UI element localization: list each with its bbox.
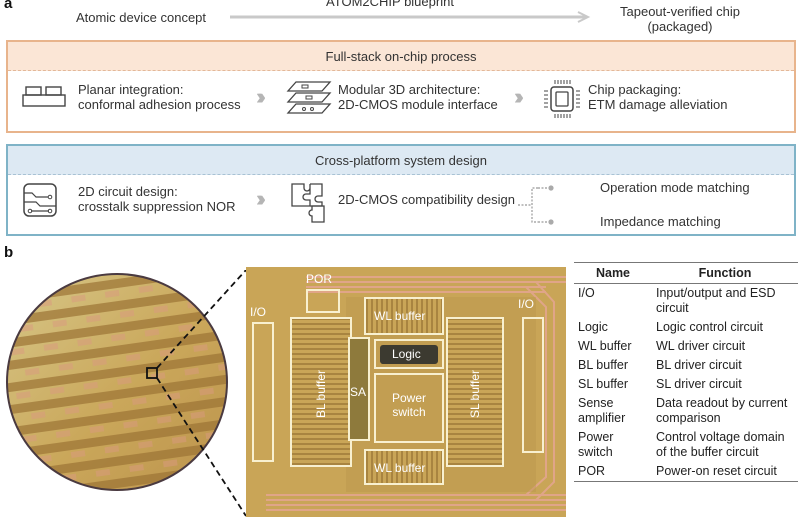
process-step-2-line1: Modular 3D architecture: (338, 82, 481, 97)
function-table-wrap: Name Function I/O Input/output and ESD ci… (574, 262, 798, 482)
table-row: Logic Logic control circuit (574, 318, 798, 337)
flow-end-line2: (packaged) (647, 19, 713, 34)
chip-layout: POR I/O BL buffer WL buffer SA Logic Pow… (246, 267, 566, 517)
function-table: Name Function I/O Input/output and ESD ci… (574, 263, 798, 481)
table-row: I/O Input/output and ESD circuit (574, 284, 798, 319)
chip-label-logic: Logic (392, 347, 421, 361)
process-step-1: Planar integration: conformal adhesion p… (78, 82, 241, 112)
cross-platform-design-title: Cross-platform system design (8, 146, 794, 175)
branch-impedance: Impedance matching (600, 214, 721, 229)
chip-block-sl-buffer (446, 317, 504, 467)
table-header-function: Function (652, 263, 798, 284)
row-function: Control voltage domain of the buffer cir… (656, 430, 785, 459)
flow-middle-label: ATOM2CHIP blueprint (326, 0, 454, 9)
table-row: SL buffer SL driver circuit (574, 375, 798, 394)
row-function: Power-on reset circuit (656, 464, 777, 478)
chip-block-power-switch (374, 373, 444, 443)
flow-start-label: Atomic device concept (75, 10, 207, 25)
cross-platform-design-box: Cross-platform system design 2D circuit … (6, 144, 796, 236)
system-step-1: 2D circuit design: crosstalk suppression… (78, 184, 236, 214)
chip-block-io-right (522, 317, 544, 453)
chip-label-por: POR (306, 272, 333, 286)
chip-block-por (306, 289, 340, 313)
row-name: POR (578, 464, 606, 478)
chip-label-io-left: I/O (250, 305, 267, 319)
row-function: Input/output and ESD circuit (656, 286, 776, 315)
system-step-2: 2D-CMOS compatibility design (338, 192, 516, 207)
chip-label-io-right: I/O (518, 297, 535, 311)
process-step-3-line2: ETM damage alleviation (588, 97, 728, 112)
chip-block-wl-bottom (364, 449, 444, 485)
chip-label-sa: SA (350, 385, 367, 399)
full-stack-process-title: Full-stack on-chip process (8, 42, 794, 71)
chip-block-logic (374, 339, 444, 369)
chip-block-wl-top (364, 297, 444, 335)
row-function: Data readout by current comparison (656, 396, 788, 425)
row-name: I/O (578, 286, 595, 300)
chip-package-icon (544, 80, 580, 118)
chip-block-sa (348, 337, 370, 441)
table-row: POR Power-on reset circuit (574, 462, 798, 481)
row-function: Logic control circuit (656, 320, 763, 334)
row-name: Sense amplifier (578, 396, 626, 425)
process-step-2-line2: 2D-CMOS module interface (338, 97, 498, 112)
chevron-right-icon: ››› (514, 84, 524, 109)
table-row: Power switch Control voltage domain of th… (574, 428, 798, 462)
full-stack-process-box: Full-stack on-chip process Planar integr… (6, 40, 796, 133)
table-row: Sense amplifier Data readout by current c… (574, 394, 798, 428)
chevron-right-icon: ››› (256, 84, 266, 109)
planar-integration-icon (22, 86, 66, 107)
row-name: Logic (578, 320, 608, 334)
logic-die-area (380, 345, 438, 364)
chevron-right-icon: ››› (256, 186, 266, 211)
panel-b-label: b (4, 244, 14, 261)
table-row: WL buffer WL driver circuit (574, 337, 798, 356)
row-function: SL driver circuit (656, 377, 742, 391)
branch-operation-mode: Operation mode matching (600, 180, 750, 195)
process-step-2: Modular 3D architecture: 2D-CMOS module … (338, 82, 498, 112)
chip-label-power-switch: Power switch (391, 391, 426, 419)
chip-block-io-left (252, 322, 274, 462)
process-step-1-line1: Planar integration: (78, 82, 184, 97)
flow-arrow (230, 11, 591, 23)
row-function: BL driver circuit (656, 358, 742, 372)
process-step-3-line1: Chip packaging: (588, 82, 682, 97)
chip-label-bl-buffer: BL buffer (314, 369, 328, 419)
table-header-row: Name Function (574, 263, 798, 284)
process-step-1-line2: conformal adhesion process (78, 97, 241, 112)
system-step-1-line1: 2D circuit design: (78, 184, 178, 199)
puzzle-icon (291, 183, 325, 223)
row-name: BL buffer (578, 358, 629, 372)
row-name: WL buffer (578, 339, 632, 353)
table-row: BL buffer BL driver circuit (574, 356, 798, 375)
wafer-image (6, 270, 247, 517)
row-name: Power switch (578, 430, 614, 459)
chip-label-wl-bottom: WL buffer (374, 461, 426, 475)
chip-block-bl-buffer (290, 317, 352, 467)
table-header-name: Name (574, 263, 652, 284)
system-step-1-line2: crosstalk suppression NOR (78, 199, 236, 214)
modular-3d-stack-icon (286, 81, 332, 114)
process-step-3: Chip packaging: ETM damage alleviation (588, 82, 727, 112)
row-name: SL buffer (578, 377, 629, 391)
circuit-board-icon (23, 183, 57, 217)
row-function: WL driver circuit (656, 339, 746, 353)
panel-a-label: a (4, 0, 13, 12)
flow-end-label: Tapeout-verified chip (packaged) (600, 4, 760, 34)
chip-label-wl-top: WL buffer (374, 309, 426, 323)
flow-end-line1: Tapeout-verified chip (620, 4, 740, 19)
branch-connector (518, 185, 554, 225)
chip-label-sl-buffer: SL buffer (468, 369, 482, 419)
